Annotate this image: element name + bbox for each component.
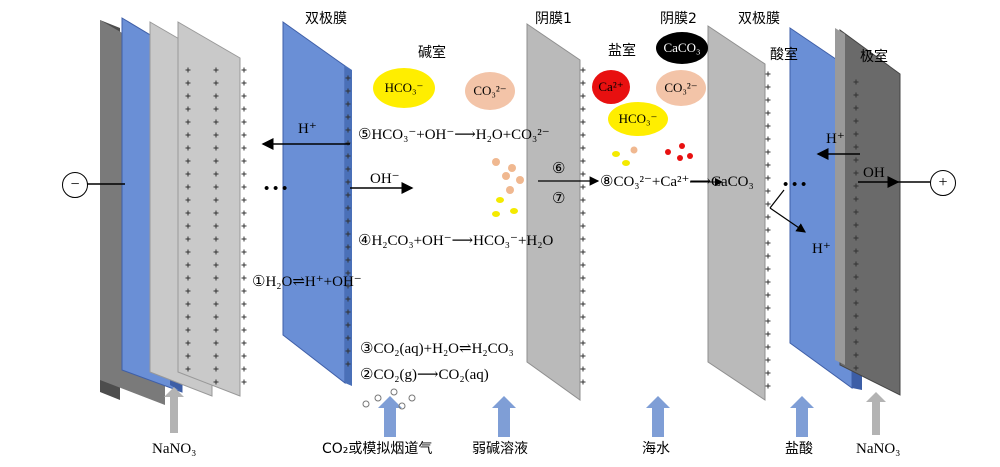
label-bipolar-right: 双极膜 [738, 11, 780, 27]
inflow-arrow-nano3-right [872, 400, 880, 435]
cathode-symbol: − [62, 172, 88, 198]
reaction-1: ①H₂O⇌H⁺+OH⁻ [252, 274, 362, 290]
inflow-arrow-nano3-left [170, 395, 178, 433]
label-oh-right: OH [863, 165, 885, 181]
dots-left: • • • [264, 181, 288, 197]
anode-plate [839, 29, 901, 396]
inflow-arrow-co2 [384, 405, 396, 437]
label-bipolar-left: 双极膜 [305, 11, 347, 27]
reaction-3: ③CO₂(aq)+H₂O⇌H₂CO₃ [360, 341, 514, 357]
label-anion-2: 阴膜2 [660, 11, 697, 27]
label-h-right-top: H⁺ [826, 131, 845, 147]
inflow-arrow-hcl [796, 405, 808, 437]
hco3-bubble: HCO₃⁻ [373, 68, 435, 108]
particles-alkali [492, 158, 524, 217]
input-weak-base: 弱碱溶液 [472, 441, 528, 457]
label-alkali-chamber: 碱室 [418, 45, 446, 61]
gas-bubbles [362, 388, 416, 410]
particles-salt [612, 143, 693, 166]
label-oh-mid: OH⁻ [370, 171, 400, 187]
input-nano3-right: NaNO₃ [856, 441, 901, 457]
hco3-salt-bubble: HCO₃⁻ [608, 102, 668, 136]
label-electrode-chamber: 极室 [860, 49, 888, 65]
reaction-8: ⑧CO₃²⁻+Ca²⁺⟶CaCO₃ [600, 174, 754, 190]
label-h-left: H⁺ [298, 121, 317, 137]
inflow-arrow-seawater [652, 405, 664, 437]
bipolar-membrane-left [282, 21, 346, 385]
reaction-7: ⑦ [552, 191, 566, 207]
reaction-2: ②CO₂(g)⟶CO₂(aq) [360, 367, 489, 383]
co3-salt-bubble: CO₃²⁻ [656, 70, 706, 106]
co3-bubble: CO₃²⁻ [465, 72, 515, 110]
inflow-arrow-weak-base [498, 405, 510, 437]
input-co2: CO₂或模拟烟道气 [322, 441, 433, 457]
label-salt-chamber: 盐室 [608, 43, 636, 59]
ca-bubble: Ca²⁺ [592, 70, 630, 104]
input-hcl: 盐酸 [785, 441, 813, 457]
anion-membrane-1 [526, 23, 581, 401]
reaction-5: ⑤HCO₃⁻+OH⁻⟶H₂O+CO₃²⁻ [358, 127, 550, 143]
input-nano3-left: NaNO₃ [152, 441, 197, 457]
caco3-bubble: CaCO₃ [656, 32, 708, 64]
label-acid-chamber: 酸室 [770, 47, 798, 63]
reaction-6: ⑥ [552, 161, 566, 177]
anion-membrane-2 [707, 25, 766, 401]
dots-right: • • • [783, 177, 807, 193]
input-seawater: 海水 [642, 441, 670, 457]
label-h-right-bottom: H⁺ [812, 241, 831, 257]
left-anion-membrane-b [177, 21, 241, 397]
label-anion-1: 阴膜1 [535, 11, 572, 27]
reaction-4: ④H₂CO₃+OH⁻⟶HCO₃⁻+H₂O [358, 233, 554, 249]
h-plus-arrow-right-bottom [769, 207, 806, 233]
anode-symbol: + [930, 170, 956, 196]
